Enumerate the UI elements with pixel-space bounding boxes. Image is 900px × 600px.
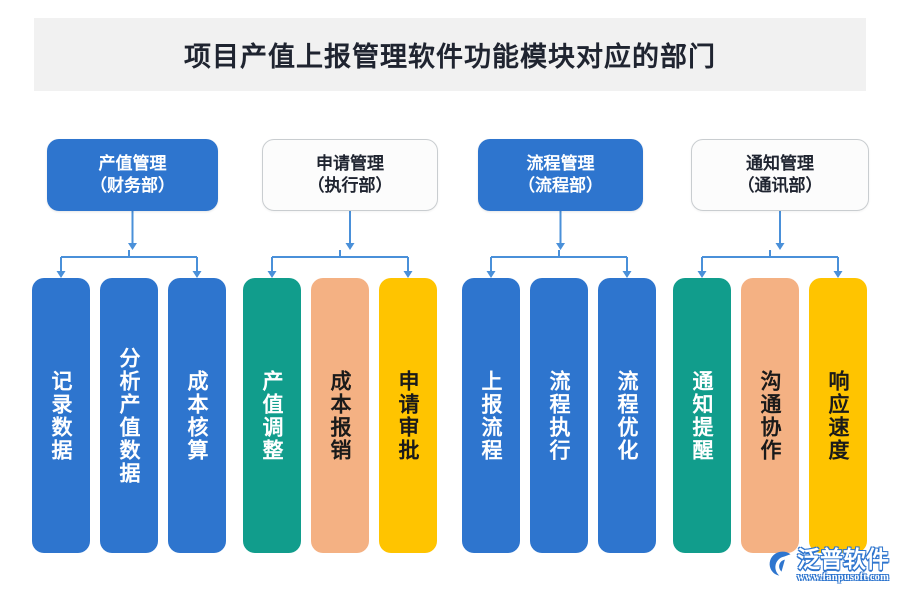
module-label: 流程优化 <box>615 369 640 462</box>
module-label: 通知提醒 <box>690 369 715 462</box>
module-bar-3-2[interactable]: 流程执行 <box>530 278 588 553</box>
arrow-head <box>833 271 843 278</box>
department-header-3[interactable]: 流程管理 （流程部） <box>478 139 643 211</box>
arrow-head <box>622 271 632 278</box>
department-name: 流程管理 <box>526 154 595 174</box>
arrow-head <box>192 271 202 278</box>
logo-company-name: 泛普软件 <box>797 547 889 572</box>
module-label: 申请审批 <box>396 369 421 462</box>
arrow-head <box>556 243 565 250</box>
module-bar-4-1[interactable]: 通知提醒 <box>673 278 731 553</box>
department-owner: （财务部） <box>90 176 175 195</box>
module-label: 沟通协作 <box>758 369 783 462</box>
page-title: 项目产值上报管理软件功能模块对应的部门 <box>184 42 716 72</box>
arrow-head <box>403 271 413 278</box>
department-header-2[interactable]: 申请管理 （执行部） <box>262 139 438 211</box>
arrow-head <box>345 243 355 250</box>
module-bar-2-3[interactable]: 申请审批 <box>379 278 437 553</box>
department-name: 通知管理 <box>746 154 814 174</box>
module-bar-1-3[interactable]: 成本核算 <box>168 278 226 553</box>
module-label: 流程执行 <box>547 369 572 462</box>
logo-text-group: 泛普软件 www.fanpusoft.com <box>797 548 889 584</box>
arrow-head <box>267 271 277 278</box>
department-header-4[interactable]: 通知管理 （通讯部） <box>691 139 869 211</box>
title-band: 项目产值上报管理软件功能模块对应的部门 <box>34 18 866 91</box>
department-owner: （执行部） <box>307 176 393 195</box>
arrow-head <box>56 271 66 278</box>
module-label: 上报流程 <box>479 369 504 462</box>
module-bar-2-2[interactable]: 成本报销 <box>311 278 369 553</box>
arrow-head <box>128 243 137 250</box>
module-bar-1-1[interactable]: 记录数据 <box>32 278 90 553</box>
department-name: 申请管理 <box>316 154 384 174</box>
module-label: 分析产值数据 <box>117 346 142 485</box>
module-bar-4-2[interactable]: 沟通协作 <box>741 278 799 553</box>
module-bar-2-1[interactable]: 产值调整 <box>243 278 301 553</box>
department-name: 产值管理 <box>98 154 167 174</box>
module-bar-4-3[interactable]: 响应速度 <box>809 278 867 553</box>
module-bar-1-2[interactable]: 分析产值数据 <box>100 278 158 553</box>
department-header-1[interactable]: 产值管理 （财务部） <box>47 139 218 211</box>
department-owner: （流程部） <box>518 176 603 195</box>
module-label: 记录数据 <box>49 369 74 462</box>
module-label: 成本核算 <box>185 369 210 462</box>
arrow-head <box>775 243 785 250</box>
module-bar-3-1[interactable]: 上报流程 <box>462 278 520 553</box>
module-bar-3-3[interactable]: 流程优化 <box>598 278 656 553</box>
arrow-head <box>486 271 496 278</box>
module-label: 响应速度 <box>826 369 851 462</box>
arrow-head <box>697 271 707 278</box>
department-owner: （通讯部） <box>737 176 823 195</box>
fanpu-logo-watermark: 泛普软件 www.fanpusoft.com <box>766 548 894 594</box>
fanpu-logo-icon <box>769 551 791 576</box>
module-label: 产值调整 <box>260 369 285 462</box>
logo-url: www.fanpusoft.com <box>797 572 890 584</box>
module-label: 成本报销 <box>328 369 353 462</box>
